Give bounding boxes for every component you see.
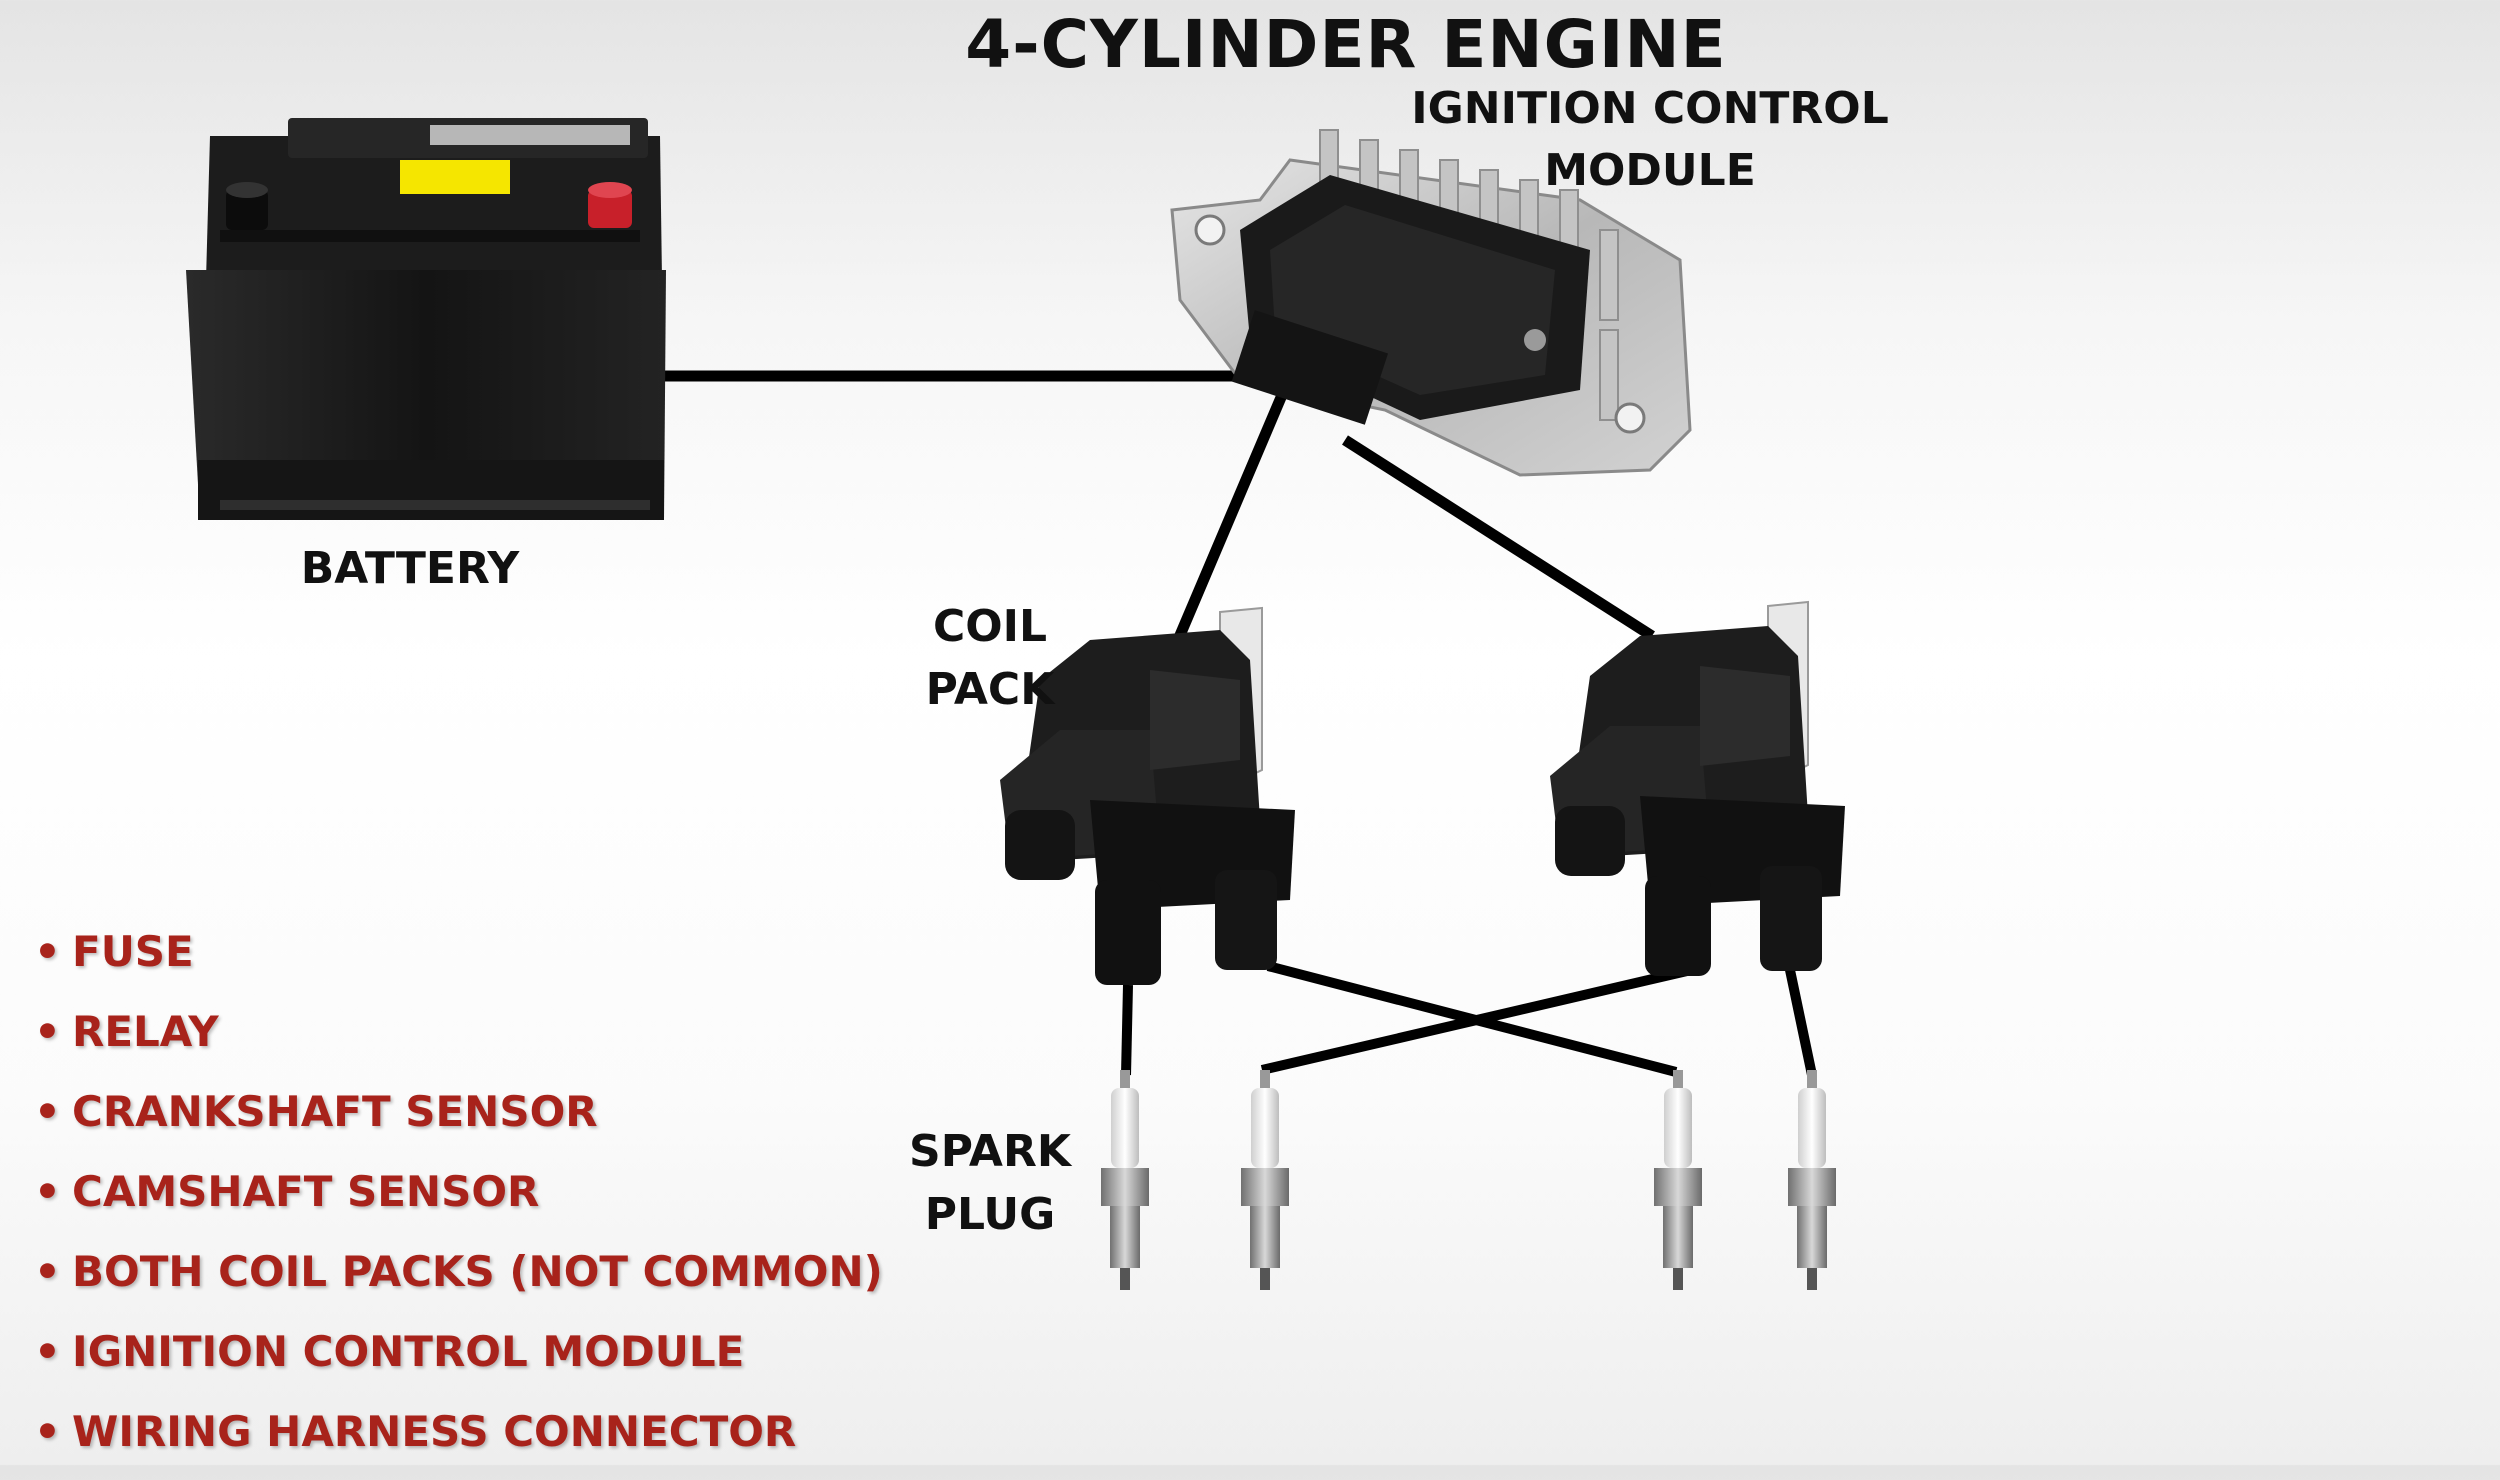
coil-right-to-plug2-wire <box>1260 963 1702 1075</box>
cause-text: CRANKSHAFT SENSOR <box>72 1087 598 1136</box>
coil-pack-right-icon <box>1550 600 1845 976</box>
cause-text: WIRING HARNESS CONNECTOR <box>72 1407 797 1456</box>
cause-item: •CRANKSHAFT SENSOR <box>34 1080 883 1160</box>
spark-plug-3-icon <box>1654 1070 1702 1290</box>
battery-label: BATTERY <box>300 543 520 594</box>
battery-sticker <box>400 160 510 194</box>
battery-negative-terminal <box>226 190 268 230</box>
cause-item: •WIRING HARNESS CONNECTOR <box>34 1400 883 1480</box>
bullet-icon: • <box>34 1247 61 1296</box>
cause-text: FUSE <box>72 927 194 976</box>
coil-left-tower-1 <box>1095 880 1161 985</box>
spark-plug-2-icon <box>1241 1070 1289 1290</box>
coil-right-tower-1 <box>1645 876 1711 976</box>
cause-item: •BOTH COIL PACKS (NOT COMMON) <box>34 1240 883 1320</box>
cause-text: BOTH COIL PACKS (NOT COMMON) <box>72 1247 883 1296</box>
cause-text: RELAY <box>72 1007 219 1056</box>
coil-left-tower-2 <box>1215 870 1277 970</box>
cause-item: •CAMSHAFT SENSOR <box>34 1160 883 1240</box>
module-connector <box>1231 310 1389 425</box>
cause-item: •RELAY <box>34 1000 883 1080</box>
ignition-module-icon <box>1170 129 1692 477</box>
coil-pack-label-line2: PACK <box>925 664 1055 715</box>
coil-right-to-plug3-wire <box>1785 968 1817 1077</box>
module-to-coil-left-wire <box>1172 392 1288 643</box>
ignition-module-label-line1: IGNITION CONTROL <box>1411 83 1889 134</box>
coil-pack-left-icon <box>1000 606 1295 985</box>
ignition-module-label-line2: MODULE <box>1544 145 1756 196</box>
spark-plug-label-line1: SPARK <box>909 1126 1071 1177</box>
spark-plug-4-icon <box>1788 1070 1836 1290</box>
coil-pack-label-line1: COIL <box>932 601 1048 652</box>
bullet-icon: • <box>34 1007 61 1056</box>
bullet-icon: • <box>34 1407 61 1456</box>
bullet-icon: • <box>34 927 61 976</box>
coil-left-to-plug1-wire <box>1121 984 1133 1076</box>
bullet-icon: • <box>34 1327 61 1376</box>
coil-right-tower-2 <box>1760 866 1822 971</box>
spark-plug-1-icon <box>1101 1070 1149 1290</box>
spark-plug-label-line2: PLUG <box>924 1189 1056 1240</box>
wiring <box>630 370 1817 1077</box>
cause-text: CAMSHAFT SENSOR <box>72 1167 540 1216</box>
cause-item: •FUSE <box>34 920 883 1000</box>
cause-item: •IGNITION CONTROL MODULE <box>34 1320 883 1400</box>
page-title: 4-CYLINDER ENGINE <box>965 6 1727 83</box>
cause-text: IGNITION CONTROL MODULE <box>72 1327 745 1376</box>
module-to-coil-right-wire <box>1342 435 1655 641</box>
bullet-icon: • <box>34 1087 61 1136</box>
battery-icon <box>186 118 666 520</box>
battery-positive-terminal <box>588 190 632 228</box>
bullet-icon: • <box>34 1167 61 1216</box>
causes-list: •FUSE •RELAY •CRANKSHAFT SENSOR •CAMSHAF… <box>34 920 883 1480</box>
